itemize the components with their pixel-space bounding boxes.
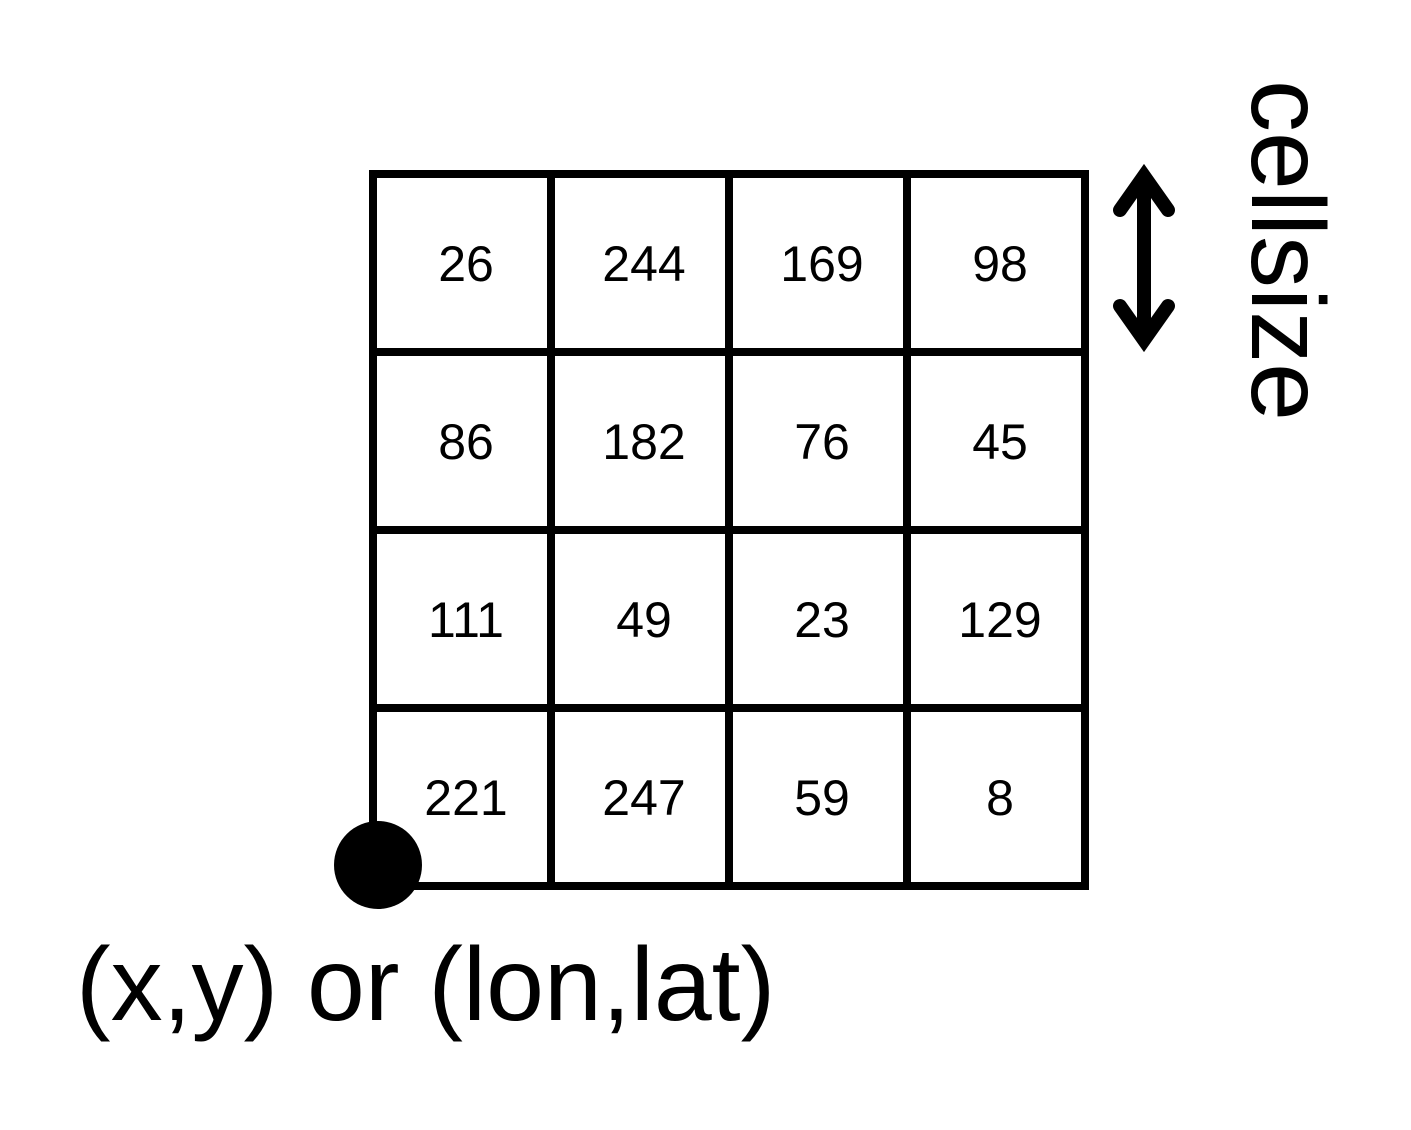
- grid-cell-value: 26: [438, 236, 494, 292]
- grid-cell-value: 59: [794, 770, 850, 826]
- grid-cell-value: 221: [424, 770, 507, 826]
- cell-values: 26 244 169 98 86 182 76 45 111 49 23 129 221 247 59 8: [424, 236, 1041, 826]
- grid-cell-value: 182: [602, 414, 685, 470]
- grid-cell-value: 49: [616, 592, 672, 648]
- origin-point: [334, 821, 422, 909]
- origin-label: (x,y) or (lon,lat): [76, 927, 775, 1043]
- grid-cell-value: 98: [972, 236, 1028, 292]
- grid-cell-value: 247: [602, 770, 685, 826]
- grid-cell-value: 86: [438, 414, 494, 470]
- cellsize-label: cellsize: [1229, 80, 1345, 421]
- grid-cell-value: 8: [986, 770, 1014, 826]
- grid-cell-value: 23: [794, 592, 850, 648]
- raster-grid: [369, 170, 1089, 890]
- grid-cell-value: 169: [780, 236, 863, 292]
- grid-cell-value: 111: [428, 592, 504, 648]
- grid-cell-value: 129: [958, 592, 1041, 648]
- cellsize-arrow: [1113, 163, 1175, 353]
- grid-cell-value: 76: [794, 414, 850, 470]
- grid-cell-value: 45: [972, 414, 1028, 470]
- grid-cell-value: 244: [602, 236, 685, 292]
